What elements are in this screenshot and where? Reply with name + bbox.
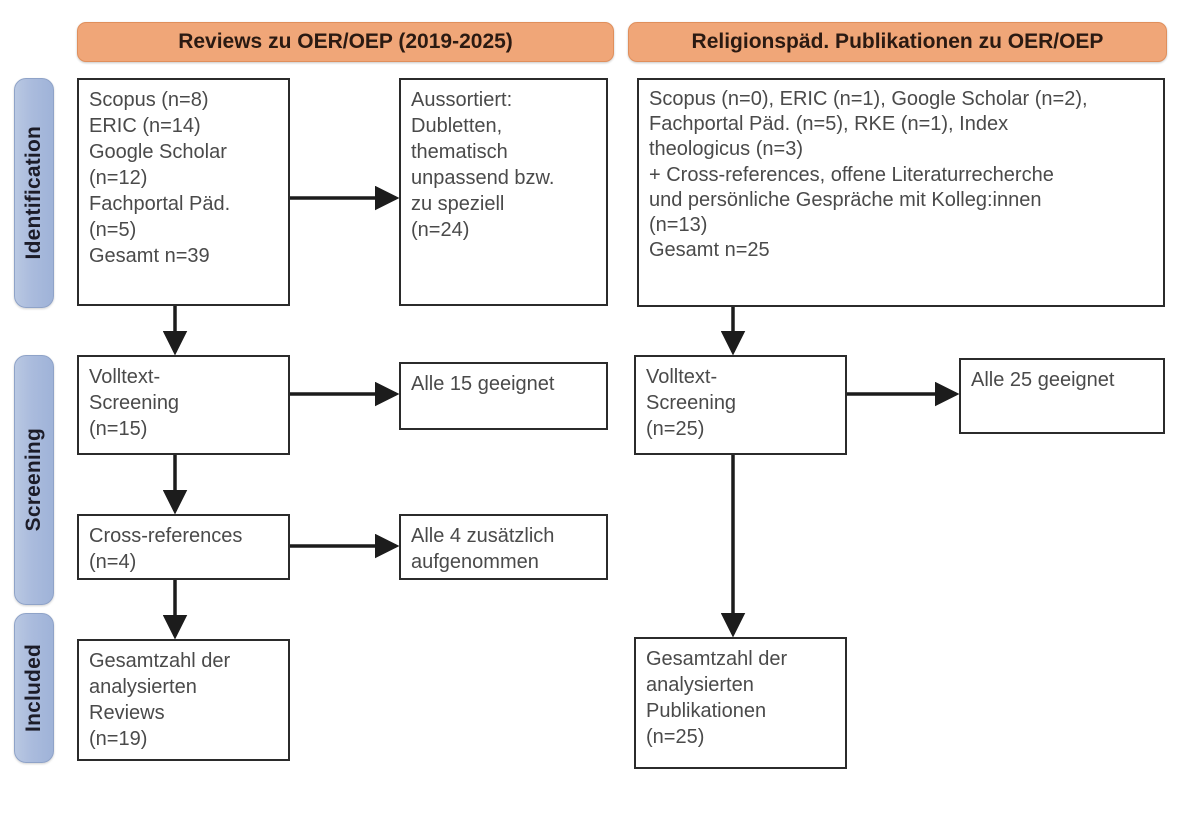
box-left-screening: Volltext- Screening (n=15): [77, 355, 290, 455]
box-left-excluded: Aussortiert: Dubletten, thematisch unpas…: [399, 78, 608, 306]
box-left-screening-result-text: Alle 15 geeignet: [411, 373, 555, 395]
stage-bar-included: Included: [14, 613, 54, 763]
box-left-screening-result: Alle 15 geeignet: [399, 362, 608, 430]
column-header-reviews-label: Reviews zu OER/OEP (2019-2025): [178, 30, 513, 53]
box-right-included-text: Gesamtzahl der analysierten Publikatione…: [646, 648, 788, 748]
column-header-religionspaed-label: Religionspäd. Publikationen zu OER/OEP: [691, 30, 1104, 53]
box-right-screening-text: Volltext- Screening (n=25): [646, 366, 737, 440]
stage-label-identification: Identification: [22, 126, 45, 260]
box-right-screening-result: Alle 25 geeignet: [959, 358, 1165, 434]
column-header-reviews: Reviews zu OER/OEP (2019-2025): [77, 22, 614, 62]
column-header-religionspaed: Religionspäd. Publikationen zu OER/OEP: [628, 22, 1167, 62]
box-left-crossrefs-text: Cross-references (n=4): [89, 525, 243, 573]
box-right-included: Gesamtzahl der analysierten Publikatione…: [634, 637, 847, 769]
box-right-identification-text: Scopus (n=0), ERIC (n=1), Google Scholar…: [649, 88, 1088, 262]
box-left-crossrefs: Cross-references (n=4): [77, 514, 290, 580]
box-left-excluded-text: Aussortiert: Dubletten, thematisch unpas…: [411, 89, 555, 241]
stage-bar-screening: Screening: [14, 355, 54, 605]
box-left-identification-text: Scopus (n=8) ERIC (n=14) Google Scholar …: [89, 89, 231, 267]
box-right-screening: Volltext- Screening (n=25): [634, 355, 847, 455]
stage-label-included: Included: [22, 644, 45, 732]
box-left-identification: Scopus (n=8) ERIC (n=14) Google Scholar …: [77, 78, 290, 306]
box-right-screening-result-text: Alle 25 geeignet: [971, 369, 1115, 391]
box-left-included-text: Gesamtzahl der analysierten Reviews (n=1…: [89, 650, 231, 750]
stage-label-screening: Screening: [22, 428, 45, 532]
stage-bar-identification: Identification: [14, 78, 54, 308]
box-left-crossrefs-result: Alle 4 zusätzlich aufgenommen: [399, 514, 608, 580]
box-left-screening-text: Volltext- Screening (n=15): [89, 366, 180, 440]
box-right-identification: Scopus (n=0), ERIC (n=1), Google Scholar…: [637, 78, 1165, 307]
box-left-crossrefs-result-text: Alle 4 zusätzlich aufgenommen: [411, 525, 555, 573]
box-left-included: Gesamtzahl der analysierten Reviews (n=1…: [77, 639, 290, 761]
